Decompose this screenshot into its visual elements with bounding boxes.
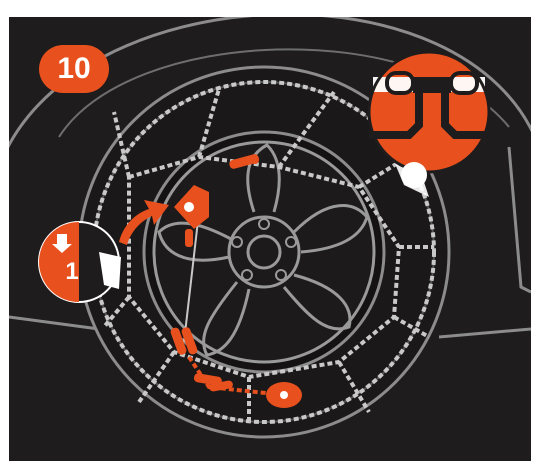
step-number-label: 10 <box>57 52 90 86</box>
fender-lower-right <box>439 329 531 337</box>
fender-lower-left <box>9 317 99 329</box>
instruction-panel: 10 1 <box>9 17 531 461</box>
lower-buckle <box>266 382 302 408</box>
rim-center-cap <box>248 236 280 268</box>
fender-edge-right <box>509 147 531 292</box>
sub-step-number-label: 1 <box>61 257 83 287</box>
step-number-badge: 10 <box>39 45 109 93</box>
